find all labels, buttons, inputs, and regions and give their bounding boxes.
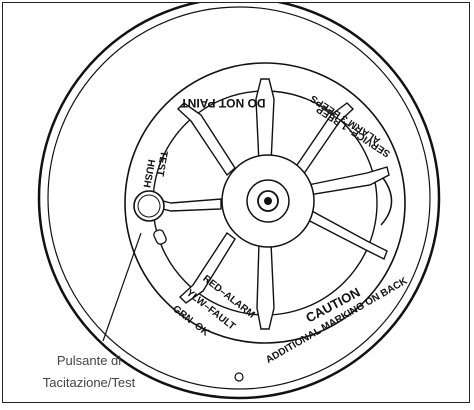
spoke-top — [255, 78, 275, 164]
spoke-bottom — [256, 242, 275, 330]
callout-leader — [102, 232, 142, 342]
bottom-notch — [234, 372, 244, 382]
chamber-outer — [124, 62, 406, 344]
spokes — [154, 78, 390, 330]
spoke-bottom-left — [178, 231, 236, 304]
smoke-detector-drawing: DO NOT PAINT SERVICE: 1 BEEP ALARM 3 BEE… — [37, 3, 441, 400]
spoke-right-lower — [305, 209, 388, 260]
sensor-center — [264, 197, 272, 205]
status-led — [153, 229, 167, 245]
detector-inner-rim — [47, 6, 431, 390]
spoke-left — [154, 198, 222, 212]
callout-line-2: Tacitazione/Test — [43, 375, 136, 390]
label-do-not-paint: DO NOT PAINT — [180, 96, 266, 110]
hush-test-button-inner — [137, 194, 161, 218]
label-test: TEST — [154, 150, 169, 177]
spoke-top-left — [176, 102, 236, 177]
label-hush: HUSH — [141, 159, 157, 189]
figure-frame: DO NOT PAINT SERVICE: 1 BEEP ALARM 3 BEE… — [2, 2, 470, 403]
callout-line-1: Pulsante di — [57, 353, 121, 368]
side-lens — [380, 177, 393, 226]
detector-outer-rim — [37, 3, 441, 400]
